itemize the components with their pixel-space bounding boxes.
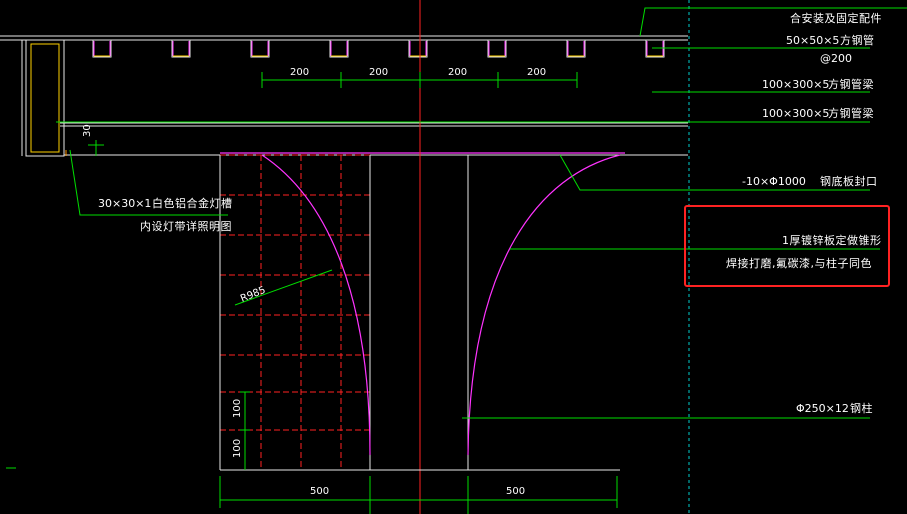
square-steel-pipe	[566, 40, 586, 58]
light-trough-spec: 30×30×1	[98, 197, 151, 210]
highlight-box	[684, 205, 890, 287]
bottom-plate-spec: -10×Φ1000	[742, 175, 806, 188]
square-steel-pipe	[250, 40, 270, 58]
light-trough-name: 白色铝合金灯槽	[152, 196, 233, 210]
ceiling-line	[64, 150, 688, 156]
light-trough-note: 内设灯带详照明图	[140, 219, 232, 233]
cone-note-line1: 1厚镀锌板定做锥形	[782, 233, 882, 247]
dim-grid-vertical-2: 100	[232, 439, 243, 458]
steel-pipe-spec: 50×50×5	[786, 34, 839, 47]
annotation-texts: 合安装及固定配件 50×50×5 方钢管 @200 100×300×5 方钢管梁…	[82, 11, 890, 497]
dim-bottom-left: 500	[310, 486, 329, 497]
dim-top-1: 200	[290, 67, 309, 78]
cone-outline	[261, 154, 621, 456]
dim-top-4: 200	[527, 67, 546, 78]
square-steel-pipes	[92, 40, 665, 58]
radius-label: R985	[239, 285, 267, 305]
steel-pipe-name: 方钢管	[840, 33, 875, 47]
square-steel-pipe	[92, 40, 112, 58]
beam1-spec: 100×300×5	[762, 78, 829, 91]
dim-top-3: 200	[448, 67, 467, 78]
square-steel-pipe	[329, 40, 349, 58]
fixing-parts-text: 合安装及固定配件	[790, 11, 882, 25]
dim-grid-vertical-1: 100	[232, 399, 243, 418]
column-name: 钢柱	[850, 401, 873, 415]
dim-bottom-right: 500	[506, 486, 525, 497]
grid-hatch	[219, 154, 370, 471]
square-steel-pipe	[171, 40, 191, 58]
beam1-name: 方钢管梁	[828, 77, 874, 91]
beam2-name: 方钢管梁	[828, 106, 874, 120]
dim-small-vertical: 30	[82, 124, 93, 137]
light-trough-frame	[21, 39, 65, 157]
dim-top-2: 200	[369, 67, 388, 78]
square-steel-pipe	[487, 40, 507, 58]
steel-pipe-spacing: @200	[820, 52, 852, 65]
leaders	[56, 7, 907, 514]
top-beam	[0, 35, 688, 127]
beam2-spec: 100×300×5	[762, 107, 829, 120]
cone-note-line2: 焊接打磨,氟碳漆,与柱子同色	[726, 256, 872, 270]
square-steel-pipe	[408, 40, 428, 58]
bottom-plate-name: 钢底板封口	[820, 174, 878, 188]
column-spec: Φ250×12	[796, 402, 849, 415]
